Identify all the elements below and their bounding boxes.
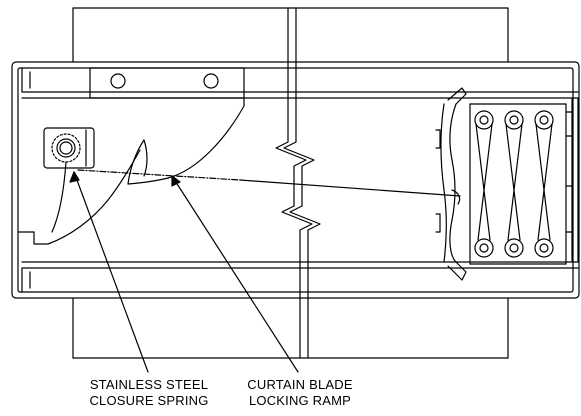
leader-lines: [69, 171, 299, 373]
coil-springs: [469, 103, 573, 265]
callout-spring-line2: CLOSURE SPRING: [89, 393, 209, 408]
mounting-hole-right: [203, 73, 219, 89]
blade-retainer-clip: [435, 87, 467, 281]
duct-collar: [72, 7, 509, 359]
curtain-blade-line: [77, 169, 461, 197]
stainless-steel-closure-spring: [17, 127, 141, 245]
arrow-spring-icon: [69, 171, 80, 183]
leader-spring: [73, 171, 149, 373]
break-line: [275, 7, 321, 359]
callout-spring-line1: STAINLESS STEEL: [89, 377, 209, 392]
arrow-ramp-icon: [171, 175, 181, 187]
callout-closure-spring: STAINLESS STEEL CLOSURE SPRING: [74, 377, 224, 409]
mounting-plate: [89, 67, 245, 99]
callout-ramp-line1: CURTAIN BLADE: [247, 377, 353, 392]
callout-locking-ramp: CURTAIN BLADE LOCKING RAMP: [236, 377, 364, 409]
leader-ramp: [171, 175, 299, 373]
mounting-hole-left: [110, 73, 126, 89]
callout-ramp-line2: LOCKING RAMP: [248, 393, 352, 408]
curtain-blade-locking-ramp: [127, 97, 245, 185]
